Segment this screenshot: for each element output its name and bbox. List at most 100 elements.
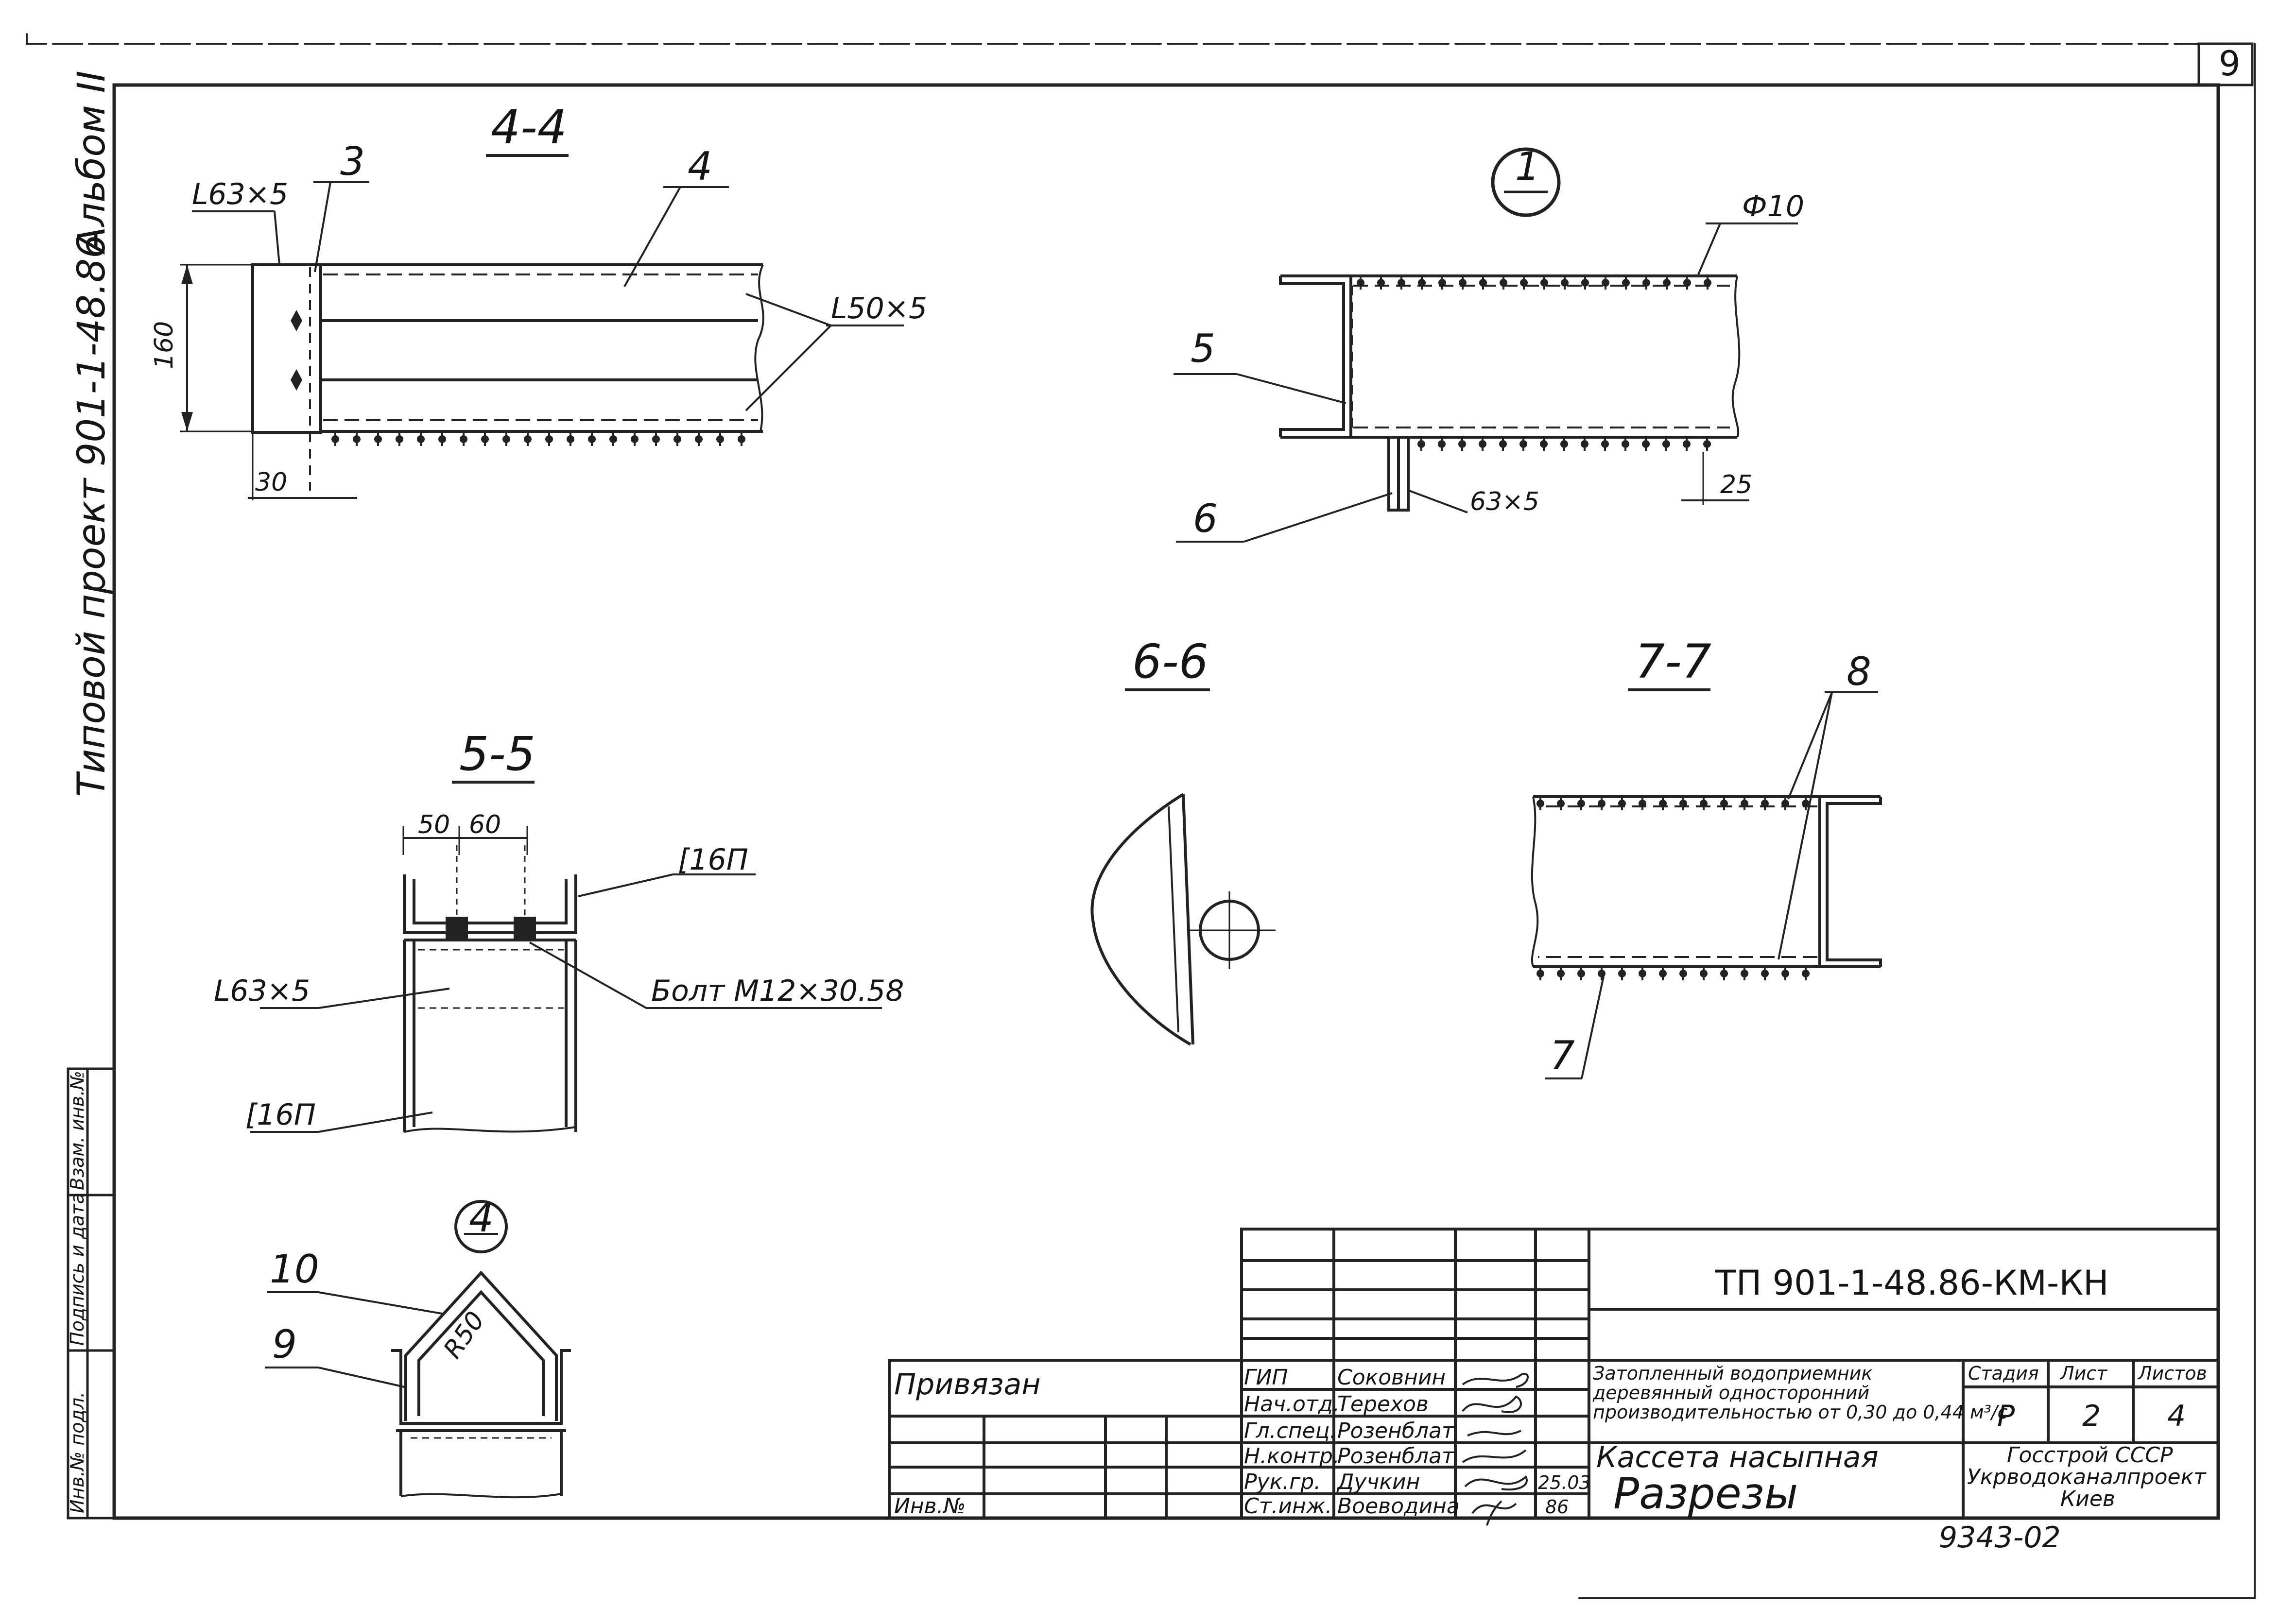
label-angle-63x5: L63×5 — [192, 177, 288, 211]
signatures — [1462, 1373, 1529, 1526]
studs-row-7-7 — [1536, 797, 1810, 980]
callout-6: 6 — [1193, 496, 1218, 541]
callout-8: 8 — [1847, 649, 1871, 694]
label-channel-bottom: [16П — [245, 1098, 316, 1132]
stud-head — [1659, 970, 1667, 977]
stamp-sign-date: Подпись и дата — [67, 1193, 88, 1346]
stud-head — [1377, 279, 1385, 287]
stud-head — [1639, 800, 1646, 807]
node-1-number: 1 — [1515, 144, 1540, 189]
title-block — [888, 1228, 2220, 1520]
stud-head — [1577, 800, 1585, 807]
section-title-7-7: 7-7 — [1635, 634, 1711, 689]
stud-head — [1560, 440, 1568, 448]
stud-head — [545, 435, 553, 443]
stud-head — [396, 435, 403, 443]
stud-head — [673, 435, 681, 443]
roles-column: ГИП Нач.отд. Гл.спец. Н.контр. Рук.гр. С… — [1244, 1365, 1340, 1519]
archive-number: 9343-02 — [1939, 1521, 2061, 1555]
section-7-7: 7-7 8 7 — [1531, 634, 1882, 1079]
stud-head — [567, 435, 574, 443]
dim-63x5: 63×5 — [1470, 487, 1539, 516]
stud-head — [1561, 279, 1569, 287]
dim-30: 30 — [255, 468, 287, 497]
description-line-1: Затопленный водоприемник — [1593, 1363, 1872, 1384]
stud-head — [1704, 279, 1711, 287]
stud-head — [1581, 279, 1589, 287]
org-line-1: Госстрой СССР — [2007, 1443, 2173, 1468]
stud-head — [1438, 279, 1446, 287]
stud-head — [1458, 440, 1466, 448]
section-4-4: 4-4 — [150, 100, 927, 500]
callout-5: 5 — [1191, 326, 1215, 371]
description-line-2: деревянный односторонний — [1592, 1382, 1869, 1403]
stud-head — [1500, 279, 1507, 287]
stud-head — [1519, 440, 1527, 448]
stud-head — [1479, 279, 1487, 287]
stud-head — [1802, 800, 1810, 807]
org-line-2: Укрводоканалпроект — [1967, 1465, 2207, 1489]
names-column: Соковнин Терехов Розенблат Розенблат Дуч… — [1336, 1365, 1460, 1519]
stud-head — [1679, 970, 1687, 977]
role-gip: ГИП — [1244, 1365, 1288, 1390]
role-ruk-gr: Рук.гр. — [1244, 1470, 1321, 1494]
stud-head — [481, 435, 489, 443]
stud-head — [631, 435, 639, 443]
stud-head — [1536, 970, 1544, 977]
callout-7: 7 — [1550, 1033, 1575, 1078]
stud-head — [1720, 970, 1728, 977]
stud-head — [1618, 800, 1626, 807]
privyazan-label: Привязан — [894, 1368, 1041, 1402]
name-3: Розенблат — [1337, 1419, 1455, 1443]
section-title-5-5: 5-5 — [459, 727, 535, 781]
object-subtitle: Разрезы — [1613, 1469, 1798, 1519]
stud-head — [1642, 440, 1650, 448]
label-bolt: Болт М12×30.58 — [651, 974, 904, 1008]
role-n-kontr: Н.контр. — [1244, 1444, 1340, 1469]
stud-head — [438, 435, 446, 443]
stud-head — [1557, 970, 1565, 977]
name-2: Терехов — [1337, 1392, 1429, 1417]
stud-head — [524, 435, 532, 443]
stud-head — [1479, 440, 1486, 448]
stud-head — [1622, 440, 1629, 448]
stud-head — [1536, 800, 1544, 807]
stud-head — [738, 435, 745, 443]
stamp-replaced-inv: Взам. инв.№ — [67, 1071, 88, 1190]
stud-head — [1459, 279, 1467, 287]
stud-head — [695, 435, 703, 443]
sheets-header: Листов — [2137, 1363, 2207, 1384]
stud-head — [1642, 279, 1650, 287]
stud-head — [1663, 279, 1671, 287]
dim-50: 50 — [418, 810, 450, 839]
stud-head — [1741, 970, 1748, 977]
stage-value: Р — [1997, 1399, 2015, 1433]
stud-head — [1598, 800, 1605, 807]
stud-head — [716, 435, 724, 443]
stud-head — [1781, 800, 1789, 807]
dim-60: 60 — [469, 810, 501, 839]
stud-head — [331, 435, 339, 443]
stud-head — [1499, 440, 1507, 448]
stud-head — [1417, 440, 1425, 448]
node-4-number: 4 — [469, 1196, 494, 1241]
stud-head — [353, 435, 361, 443]
stud-head — [1639, 970, 1646, 977]
stud-head — [1802, 970, 1810, 977]
drawing-code: ТП 901-1-48.86-КМ-КН — [1715, 1263, 2109, 1303]
side-stamp — [67, 1067, 116, 1520]
project-caption: Типовой проект 901-1-48.86 — [70, 234, 114, 797]
stud-head — [1703, 440, 1711, 448]
stud-head — [1700, 970, 1708, 977]
stud-head — [1781, 970, 1789, 977]
name-4: Розенблат — [1337, 1444, 1455, 1469]
callout-4: 4 — [688, 144, 712, 189]
inv-no-label: Инв.№ — [894, 1494, 966, 1519]
section-title-4-4: 4-4 — [491, 100, 567, 154]
name-1: Соковнин — [1337, 1365, 1446, 1390]
stud-head — [1602, 279, 1609, 287]
stud-head — [1418, 279, 1426, 287]
date-2: 86 — [1545, 1496, 1569, 1518]
callout-9: 9 — [272, 1322, 297, 1367]
stud-head — [1581, 440, 1588, 448]
